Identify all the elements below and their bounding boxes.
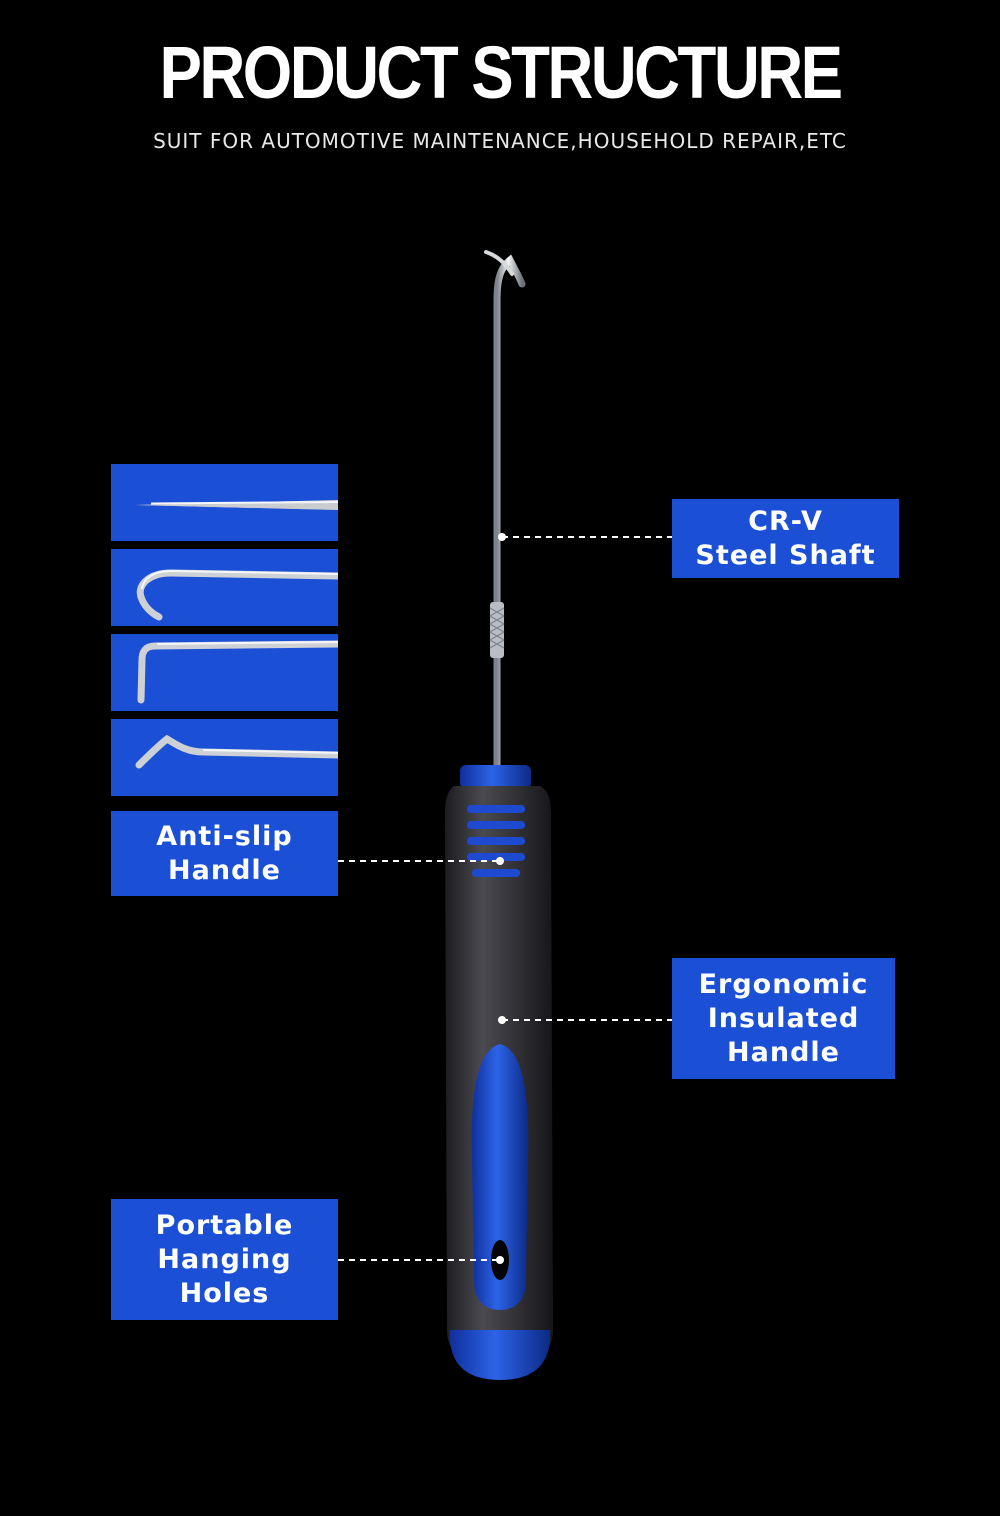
full-hook-tip-icon — [136, 569, 338, 621]
callout-hanging-line3: Holes — [179, 1277, 270, 1309]
blue-collar — [460, 765, 531, 789]
tip-variant-full-hook — [111, 549, 338, 626]
callout-anti-slip-line1: Anti-slip — [156, 820, 293, 852]
callout-ergonomic-handle: Ergonomic Insulated Handle — [672, 958, 895, 1079]
90-degree-tip-icon — [137, 640, 338, 704]
grip-ribs — [467, 805, 525, 877]
callout-hanging-line1: Portable — [155, 1209, 294, 1241]
connector-dot-shaft — [498, 533, 506, 541]
knurled-grip — [490, 602, 504, 658]
callout-steel-shaft: CR-V Steel Shaft — [672, 499, 899, 578]
tip-variant-angled-hook — [111, 719, 338, 796]
callout-steel-shaft-line1: CR-V — [748, 505, 823, 537]
callout-hanging-holes: Portable Hanging Holes — [111, 1199, 338, 1320]
callout-ergonomic-line1: Ergonomic — [698, 968, 869, 1000]
callout-anti-slip-line2: Handle — [168, 854, 281, 886]
callout-connectors — [338, 536, 672, 1261]
callout-ergonomic-line3: Handle — [727, 1036, 840, 1068]
callout-ergonomic-line2: Insulated — [707, 1002, 860, 1034]
connector-dot-ergonomic — [498, 1016, 506, 1024]
page-subtitle: SUIT FOR AUTOMOTIVE MAINTENANCE,HOUSEHOL… — [153, 129, 847, 153]
page-title: PRODUCT STRUCTURE — [159, 31, 843, 114]
blue-grip-insert — [471, 1044, 529, 1310]
tip-variant-90-degree — [111, 634, 338, 711]
connector-dot-hanging — [496, 1256, 504, 1264]
callout-anti-slip-handle: Anti-slip Handle — [111, 811, 338, 896]
blue-end-cap — [449, 1330, 551, 1380]
callout-steel-shaft-line2: Steel Shaft — [695, 539, 876, 571]
angled-hook-tip-icon — [135, 734, 338, 769]
callout-hanging-line2: Hanging — [157, 1243, 292, 1275]
connector-dot-anti-slip — [496, 857, 504, 865]
tip-variant-straight — [111, 464, 338, 541]
steel-shaft — [493, 254, 526, 772]
